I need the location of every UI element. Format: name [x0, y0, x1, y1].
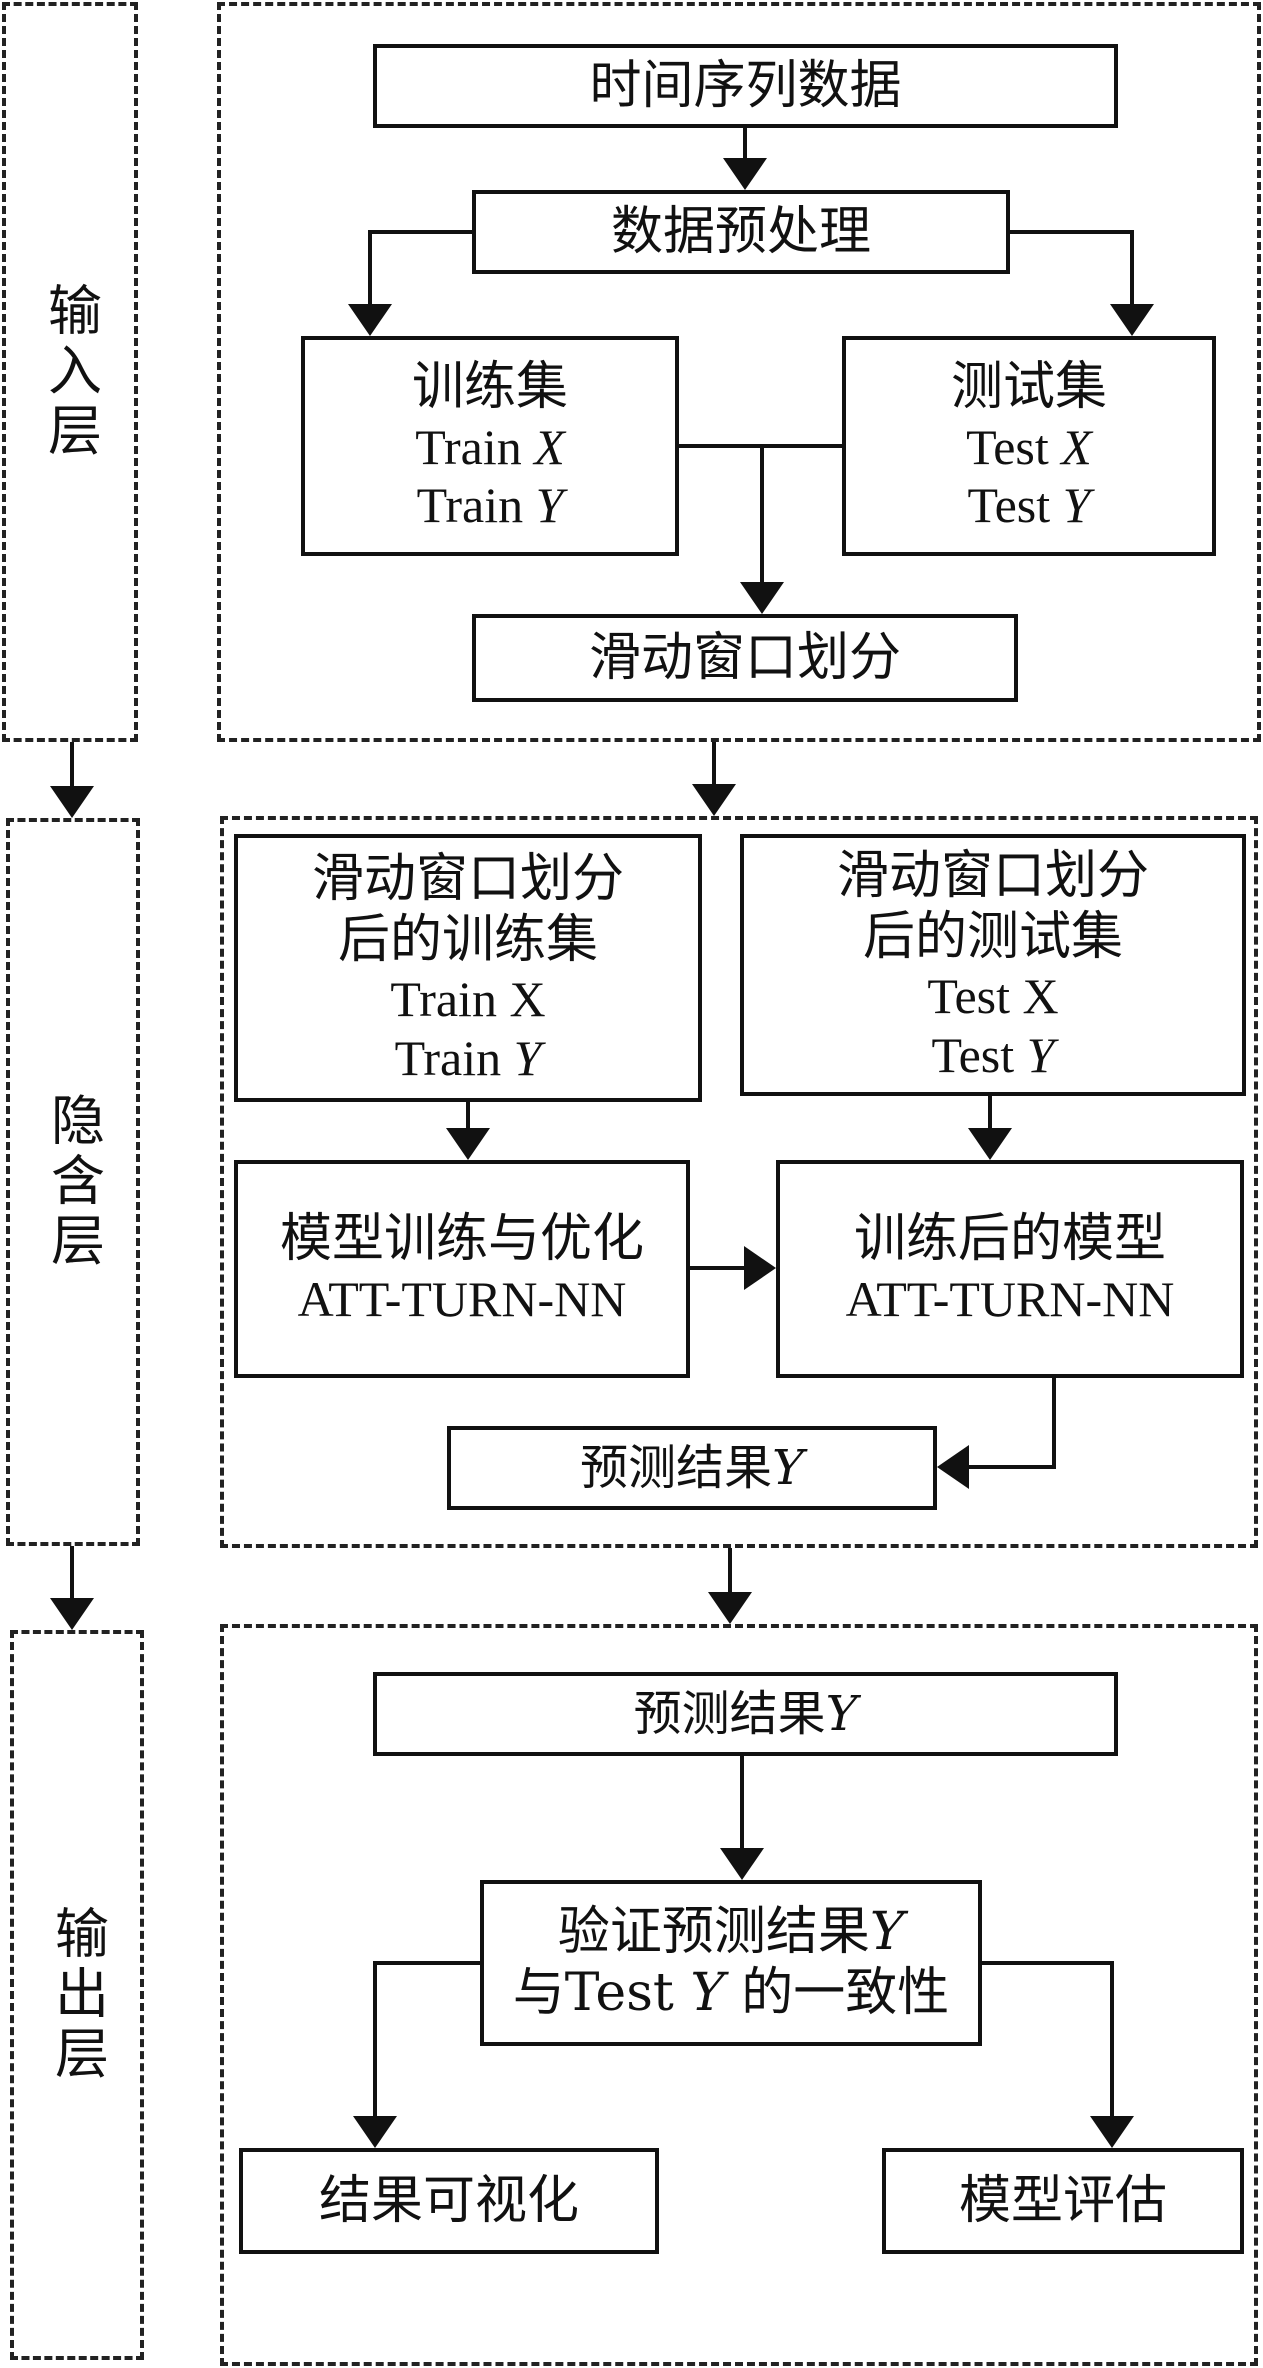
arrowhead-2	[348, 304, 392, 336]
arrowhead-12	[50, 1598, 94, 1630]
trained-model-box: 训练后的模型 ATT-TURN-NN	[776, 1160, 1244, 1378]
arrowhead-13	[720, 1848, 764, 1880]
input-layer-label: 输入层	[38, 282, 102, 462]
arrowhead-4	[740, 582, 784, 614]
train-split-x: Train X	[390, 971, 546, 1028]
output-prediction-box: 预测结果Y	[373, 1672, 1118, 1756]
trained-model-name: ATT-TURN-NN	[845, 1271, 1175, 1328]
output-prediction-text: 预测结果Y	[633, 1685, 858, 1742]
verify-box: 验证预测结果Y 与Test Y 的一致性	[480, 1880, 982, 2046]
visualize-text: 结果可视化	[318, 2170, 579, 2231]
arrow-verify-evaluate	[982, 1961, 1114, 2118]
verify-line2: 与Test Y 的一致性	[512, 1963, 950, 2023]
train-split-title1: 滑动窗口划分	[311, 848, 624, 909]
time-series-box: 时间序列数据	[373, 44, 1118, 128]
test-split-title1: 滑动窗口划分	[836, 845, 1149, 906]
train-y-line: Train Y	[416, 477, 564, 534]
arrowhead-15	[1090, 2116, 1134, 2148]
test-split-box: 滑动窗口划分 后的测试集 Test X Test Y	[740, 834, 1246, 1096]
arrow-verify-visualize	[373, 1961, 480, 2118]
arrowhead-7	[446, 1128, 490, 1160]
test-set-box: 测试集 Test X Test Y	[842, 336, 1216, 556]
test-split-x: Test X	[927, 968, 1059, 1025]
sliding-window-box: 滑动窗口划分	[472, 614, 1018, 702]
arrowhead-3	[1110, 304, 1154, 336]
preprocess-box: 数据预处理	[472, 190, 1010, 274]
train-set-box: 训练集 Train X Train Y	[301, 336, 679, 556]
input-panel	[217, 2, 1261, 742]
trained-model-title: 训练后的模型	[853, 1209, 1166, 1270]
test-split-y: Test Y	[931, 1026, 1055, 1083]
evaluate-text: 模型评估	[958, 2170, 1167, 2231]
evaluate-box: 模型评估	[882, 2148, 1244, 2254]
hidden-prediction-box: 预测结果Y	[447, 1426, 937, 1510]
arrowhead-8	[968, 1128, 1012, 1160]
hidden-layer-label: 隐含层	[41, 1092, 105, 1272]
test-y-line: Test Y	[967, 477, 1091, 534]
arrowhead-9	[744, 1246, 776, 1290]
arrowhead-10	[937, 1445, 969, 1489]
train-split-y: Train Y	[394, 1029, 542, 1086]
verify-line1: 验证预测结果Y	[557, 1902, 905, 1963]
arrowhead-1	[723, 158, 767, 190]
hidden-layer-column	[6, 818, 140, 1546]
train-set-title: 训练集	[411, 357, 568, 418]
arrowhead-14	[353, 2116, 397, 2148]
output-layer-column	[10, 1630, 144, 2360]
train-split-box: 滑动窗口划分 后的训练集 Train X Train Y	[234, 834, 702, 1102]
train-opt-model: ATT-TURN-NN	[297, 1271, 627, 1328]
preprocess-text: 数据预处理	[610, 201, 871, 262]
train-x-line: Train X	[415, 418, 565, 475]
arrowhead-6	[50, 786, 94, 818]
test-set-title: 测试集	[950, 357, 1107, 418]
sliding-window-text: 滑动窗口划分	[588, 627, 901, 688]
train-opt-title: 模型训练与优化	[279, 1209, 644, 1270]
test-split-title2: 后的测试集	[862, 906, 1123, 967]
arrow-trainedmodel-prediction	[967, 1378, 1056, 1469]
hidden-prediction-text: 预测结果Y	[580, 1439, 804, 1496]
train-split-title2: 后的训练集	[337, 909, 598, 970]
arrowhead-5	[692, 784, 736, 816]
arrow-preprocess-testset	[1010, 230, 1134, 306]
arrowhead-11	[708, 1592, 752, 1624]
time-series-text: 时间序列数据	[589, 55, 902, 116]
output-panel	[220, 1624, 1258, 2366]
output-layer-label: 输出层	[45, 1905, 109, 2085]
hidden-panel	[220, 816, 1258, 1548]
visualize-box: 结果可视化	[239, 2148, 659, 2254]
test-x-line: Test X	[966, 418, 1092, 475]
arrow-preprocess-trainset	[368, 230, 472, 306]
input-layer-column	[2, 2, 138, 742]
train-opt-box: 模型训练与优化 ATT-TURN-NN	[234, 1160, 690, 1378]
